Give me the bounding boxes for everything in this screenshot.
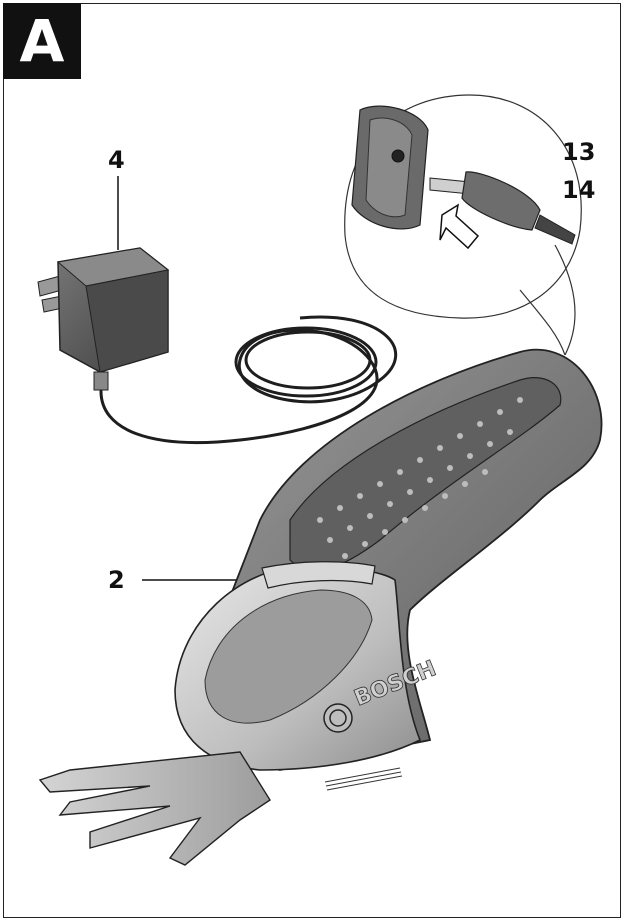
callout-2: 2 xyxy=(108,566,125,594)
battery-indicator xyxy=(261,561,376,589)
page-frame xyxy=(3,3,621,918)
figure-label: A xyxy=(19,7,65,75)
callout-14: 14 xyxy=(562,176,596,204)
detail-magnifier xyxy=(344,94,582,356)
vent-slits xyxy=(324,767,403,791)
insert-arrow-icon xyxy=(439,203,480,250)
shear-blade xyxy=(38,751,271,866)
charger-cord xyxy=(99,315,398,444)
hedge-shears: BOSCH xyxy=(38,349,603,866)
grip-dots xyxy=(317,397,523,559)
charging-socket xyxy=(391,149,405,163)
charger-adapter xyxy=(37,247,170,391)
callout-4: 4 xyxy=(108,146,125,174)
callout-13: 13 xyxy=(562,138,596,166)
charging-plug xyxy=(429,171,576,245)
figure-label-badge: A xyxy=(3,3,81,79)
